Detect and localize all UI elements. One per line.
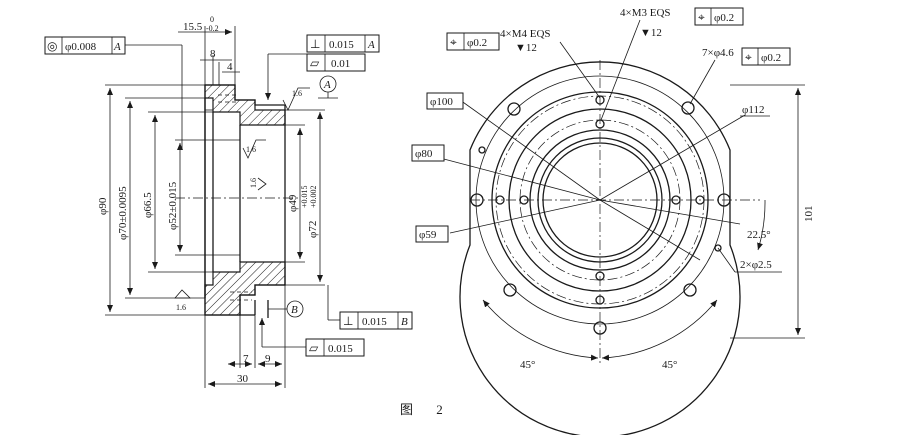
label-dia-112: φ112: [740, 104, 770, 117]
svg-text:φ0.2: φ0.2: [714, 12, 734, 24]
fcf-flatness-top: ▱ 0.01: [265, 53, 366, 100]
svg-text:A: A: [367, 39, 375, 51]
dim-7: 7: [243, 353, 249, 365]
svg-text:1.6: 1.6: [246, 145, 256, 154]
circle-59: [529, 129, 671, 271]
angle-22-5: 22.5°: [747, 229, 771, 241]
callout-m3: 4×M3 EQS ⌖ φ0.2 ▼12: [600, 7, 744, 121]
svg-text:φ112: φ112: [742, 104, 764, 116]
pin-hole-2: [714, 244, 722, 252]
svg-text:0.015: 0.015: [329, 39, 354, 51]
fcf-concentricity: ◎ φ0.008 A: [44, 36, 183, 150]
svg-text:φ59: φ59: [419, 229, 437, 241]
figure-caption: 图 2: [400, 402, 453, 417]
svg-text:⌖: ⌖: [698, 10, 705, 24]
svg-text:7×φ4.6: 7×φ4.6: [702, 47, 734, 59]
svg-text:0.01: 0.01: [331, 58, 350, 70]
dim-72-tol-lower: +0.002: [309, 185, 318, 208]
angle-45-right: 45°: [662, 359, 677, 371]
holes-7x-4-6: [470, 101, 731, 335]
svg-text:4×M4 EQS: 4×M4 EQS: [500, 28, 551, 40]
roughness-symbol-4: 1.6: [174, 289, 191, 312]
circle-112: [475, 75, 725, 325]
dim-8: 8: [210, 48, 216, 60]
angle-45-left: 45°: [520, 359, 535, 371]
dim-72: φ72: [307, 221, 319, 238]
svg-text:B: B: [291, 304, 298, 316]
svg-text:A: A: [113, 41, 121, 53]
dim-15-5: 15.5: [183, 21, 203, 33]
dim-101: 101: [803, 206, 815, 223]
dim-15-5-tol-upper: 0: [210, 15, 214, 24]
fcf-flatness-bottom: ▱ 0.015: [259, 318, 365, 357]
fcf-perpendicularity-a: ⊥ 0.015 A: [306, 34, 380, 53]
bore-circle-1: [537, 137, 663, 263]
svg-text:4×M3 EQS: 4×M3 EQS: [620, 7, 671, 19]
hatch-bottom: [204, 261, 286, 316]
circle-80: [508, 108, 692, 292]
dim-15-5-tol-lower: -0.2: [206, 24, 219, 33]
section-view: φ90 φ70±0.0095 φ66.5 φ52±0.015 φ49 φ72 +…: [44, 15, 413, 388]
pin-hole-1: [478, 146, 486, 154]
label-2x-2-5: 2×φ2.5: [740, 259, 772, 271]
label-dia-59: φ59: [415, 225, 449, 243]
svg-text:▼12: ▼12: [515, 42, 537, 54]
svg-text:0.015: 0.015: [328, 343, 353, 355]
svg-text:φ80: φ80: [415, 148, 433, 160]
svg-text:φ0.2: φ0.2: [467, 37, 487, 49]
callout-7x-4-6: 7×φ4.6 ⌖ φ0.2: [689, 47, 791, 105]
svg-text:1.6: 1.6: [292, 89, 302, 98]
circle-100: [491, 91, 709, 309]
flange-outline: [459, 61, 741, 435]
svg-text:1.6: 1.6: [249, 178, 258, 188]
dim-70: φ70±0.0095: [117, 186, 129, 240]
dim-90: φ90: [97, 197, 109, 215]
svg-text:▱: ▱: [309, 341, 319, 355]
label-dia-80: φ80: [411, 144, 445, 162]
roughness-symbol-3: 1.6: [249, 177, 267, 191]
holes-4x-m3: [495, 95, 705, 305]
svg-text:⊥: ⊥: [310, 37, 320, 51]
svg-text:φ0.008: φ0.008: [65, 41, 97, 53]
svg-text:B: B: [401, 316, 408, 328]
svg-text:⊥: ⊥: [343, 314, 353, 328]
bore-circle-2: [542, 142, 658, 258]
fcf-perpendicularity-b: ⊥ 0.015 B: [327, 285, 413, 330]
svg-text:▼12: ▼12: [640, 27, 662, 39]
dim-66-5: φ66.5: [142, 192, 154, 218]
svg-text:⌖: ⌖: [450, 35, 457, 49]
svg-text:A: A: [323, 79, 331, 91]
svg-text:φ0.2: φ0.2: [761, 52, 781, 64]
svg-text:0.015: 0.015: [362, 316, 387, 328]
front-view: φ100 φ80 φ59 φ112 ⌖ φ0.2 4×M4 EQS ▼12 4×…: [411, 7, 815, 435]
dim-52: φ52±0.015: [167, 181, 179, 230]
svg-text:◎: ◎: [47, 39, 57, 53]
label-dia-100: φ100: [426, 92, 464, 110]
svg-text:1.6: 1.6: [176, 303, 186, 312]
dim-49: φ49: [287, 194, 299, 212]
roughness-symbol-1: 1.6: [282, 87, 310, 111]
roughness-symbol-2: 1.6: [242, 139, 266, 159]
dim-4: 4: [227, 61, 233, 73]
callout-m4: ⌖ φ0.2 4×M4 EQS ▼12: [446, 28, 601, 99]
datum-b: [286, 300, 304, 318]
svg-text:φ100: φ100: [430, 96, 453, 108]
holes-4x-m4: [519, 119, 681, 281]
dim-9: 9: [265, 353, 271, 365]
dim-72-tol-upper: +0.015: [300, 185, 309, 208]
svg-text:▱: ▱: [310, 56, 320, 70]
dim-30: 30: [237, 373, 249, 385]
datum-a: [319, 75, 337, 93]
svg-text:⌖: ⌖: [745, 50, 752, 64]
